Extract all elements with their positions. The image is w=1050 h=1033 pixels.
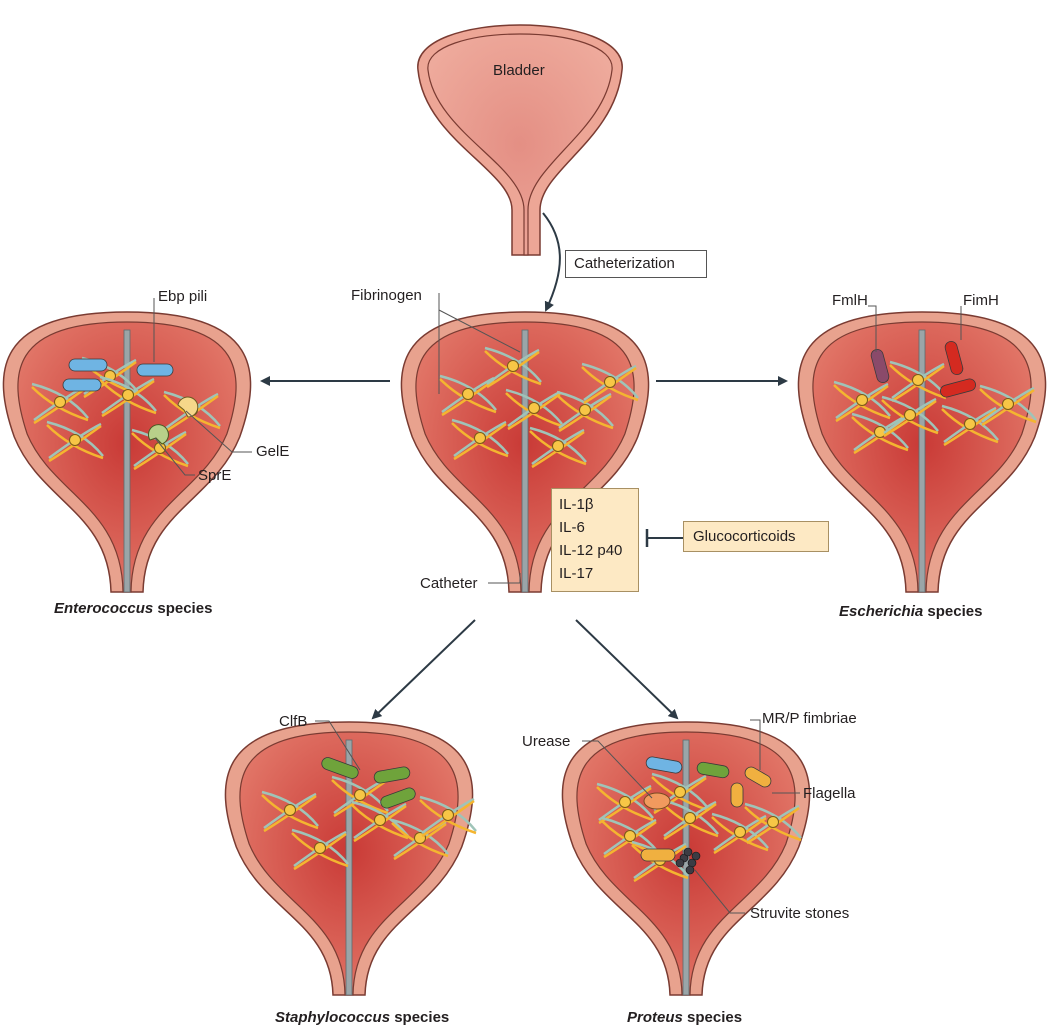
leader-lines <box>153 293 962 914</box>
fibrinogen-node <box>69 434 81 446</box>
spre-protease <box>147 424 169 445</box>
fimh-label: FimH <box>963 292 999 309</box>
catheter-tube <box>521 329 529 593</box>
bladder-label: Bladder <box>493 62 545 79</box>
ebp-pili-bacterium <box>68 358 108 372</box>
mrp-fimbriae-bacterium <box>744 766 772 788</box>
struvite-stones <box>675 847 701 875</box>
spre-label: SprE <box>198 467 232 484</box>
fibrinogen-node <box>767 816 779 828</box>
fibrinogen-node <box>314 842 326 854</box>
fibrinogen-node <box>474 432 486 444</box>
cytokine-il1b: IL-1β <box>559 496 594 513</box>
escherichia-species-label: Escherichia species <box>839 603 983 620</box>
cytokine-il12: IL-12 p40 <box>559 542 623 559</box>
fibrinogen-node <box>912 374 924 386</box>
clfb-label: ClfB <box>279 713 308 730</box>
catheterization-label: Catheterization <box>565 250 707 278</box>
fibrinogen-label: Fibrinogen <box>351 287 422 304</box>
fibrinogen-node <box>674 786 686 798</box>
fibrinogen-node <box>1002 398 1014 410</box>
fibrinogen-node <box>507 360 519 372</box>
proteus-species-label: Proteus species <box>627 1009 743 1026</box>
urease-enzyme <box>643 792 671 810</box>
clfb-bacterium <box>380 787 416 809</box>
stone <box>683 847 693 857</box>
fimh-bacterium <box>940 378 976 398</box>
bladder-healthy <box>417 24 623 256</box>
fibrinogen-node <box>624 830 636 842</box>
bacterium <box>640 848 676 862</box>
gele-label: GelE <box>256 443 290 460</box>
catheterization-arrow <box>542 212 561 312</box>
fibrinogen-node <box>619 796 631 808</box>
cytokine-list: IL-1β IL-6 IL-12 p40 IL-17 <box>551 488 639 592</box>
fibrinogen-node <box>122 389 134 401</box>
catheter-label: Catheter <box>420 575 478 592</box>
bacterium <box>696 761 730 779</box>
fibrinogen-node <box>579 404 591 416</box>
enterococcus-species-label: Enterococcus species <box>54 600 213 617</box>
clfb-bacterium <box>373 766 411 784</box>
stone <box>675 858 685 868</box>
staphylococcus-species-label: Staphylococcus species <box>275 1009 450 1026</box>
catheter-tube <box>123 329 131 593</box>
arrow-to-staphylococcus <box>371 619 476 720</box>
catheter-tube <box>345 739 353 996</box>
fibrinogen-node <box>284 804 296 816</box>
fibrinogen-node <box>684 812 696 824</box>
fmlh-label: FmlH <box>832 292 868 309</box>
fibrinogen-node <box>54 396 66 408</box>
ebp-pili-label: Ebp pili <box>158 288 208 305</box>
struvite-stones-label: Struvite stones <box>750 905 850 922</box>
cytokine-il17: IL-17 <box>559 565 594 582</box>
bladder-catheterized <box>400 311 650 593</box>
ebp-pili-bacterium <box>136 363 174 377</box>
stone <box>691 851 701 861</box>
fibrinogen-node <box>552 440 564 452</box>
gele-protease <box>177 396 199 418</box>
fibrinogen-node <box>964 418 976 430</box>
stone <box>685 865 695 875</box>
fibrinogen-node <box>442 809 454 821</box>
bladder-proteus <box>561 721 811 996</box>
fibrinogen-node <box>856 394 868 406</box>
flagella-bacterium <box>730 782 744 808</box>
fibrinogen-node <box>354 789 366 801</box>
urease-label: Urease <box>522 733 571 750</box>
arrow-to-proteus <box>575 619 679 720</box>
bladder-enterococcus <box>2 311 252 593</box>
mrp-fimbriae-label: MR/P fimbriae <box>762 710 857 727</box>
flagella-label: Flagella <box>803 785 856 802</box>
fibrinogen-node <box>462 388 474 400</box>
clfb-bacterium <box>321 757 359 779</box>
bladder-escherichia <box>797 311 1047 593</box>
cytokine-il6: IL-6 <box>559 519 585 536</box>
fibrinogen-node <box>528 402 540 414</box>
fibrinogen-node <box>904 409 916 421</box>
glucocorticoids-label: Glucocorticoids <box>683 521 829 552</box>
fibrinogen-node <box>374 814 386 826</box>
bladder-staphylococcus <box>224 721 477 996</box>
fimh-bacterium <box>944 340 964 376</box>
bacterium <box>645 756 683 774</box>
fibrinogen-node <box>734 826 746 838</box>
fibrinogen-node <box>604 376 616 388</box>
catheter-tube <box>918 329 926 593</box>
ebp-pili-bacterium <box>62 378 102 392</box>
